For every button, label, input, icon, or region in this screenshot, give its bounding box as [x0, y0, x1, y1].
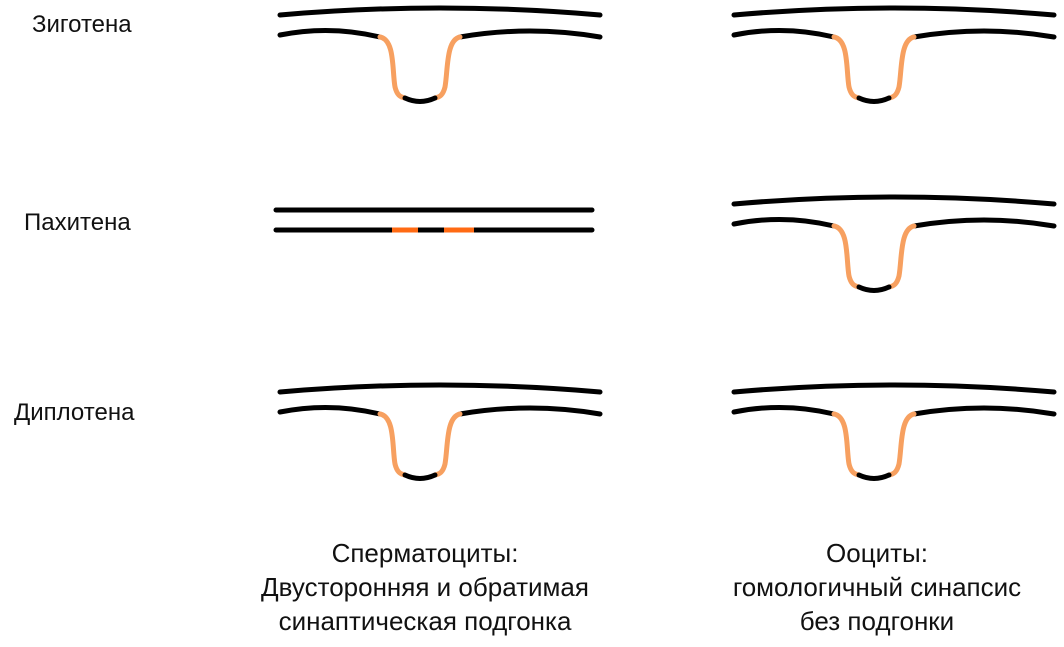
caption-spermatocytes: Сперматоциты: Двусторонняя и обратимая с… [190, 536, 660, 638]
spermatocyte-diplotene-loop [280, 385, 600, 479]
oocyte-diplotene-loop [734, 385, 1054, 479]
spermatocyte-zygotene-loop [280, 8, 600, 102]
caption-left-line-2: Двусторонняя и обратимая [261, 572, 589, 602]
oocyte-pachytene-loop [734, 197, 1054, 291]
caption-right-line-1: Ооциты: [826, 538, 928, 568]
row-label-pachytene: Пахитена [24, 209, 131, 236]
caption-right-line-3: без подгонки [799, 606, 955, 636]
row-label-diplotene: Диплотена [14, 399, 135, 426]
row-label-zygotene: Зиготена [32, 11, 132, 38]
caption-left-line-1: Сперматоциты: [331, 538, 519, 568]
caption-left-line-3: синаптическая подгонка [278, 606, 572, 636]
caption-oocytes: Ооциты: гомологичный синапсис без подгон… [690, 536, 1064, 638]
spermatocyte-pachytene-lines [273, 207, 595, 233]
caption-right-line-2: гомологичный синапсис [732, 572, 1022, 602]
oocyte-zygotene-loop [734, 8, 1054, 102]
